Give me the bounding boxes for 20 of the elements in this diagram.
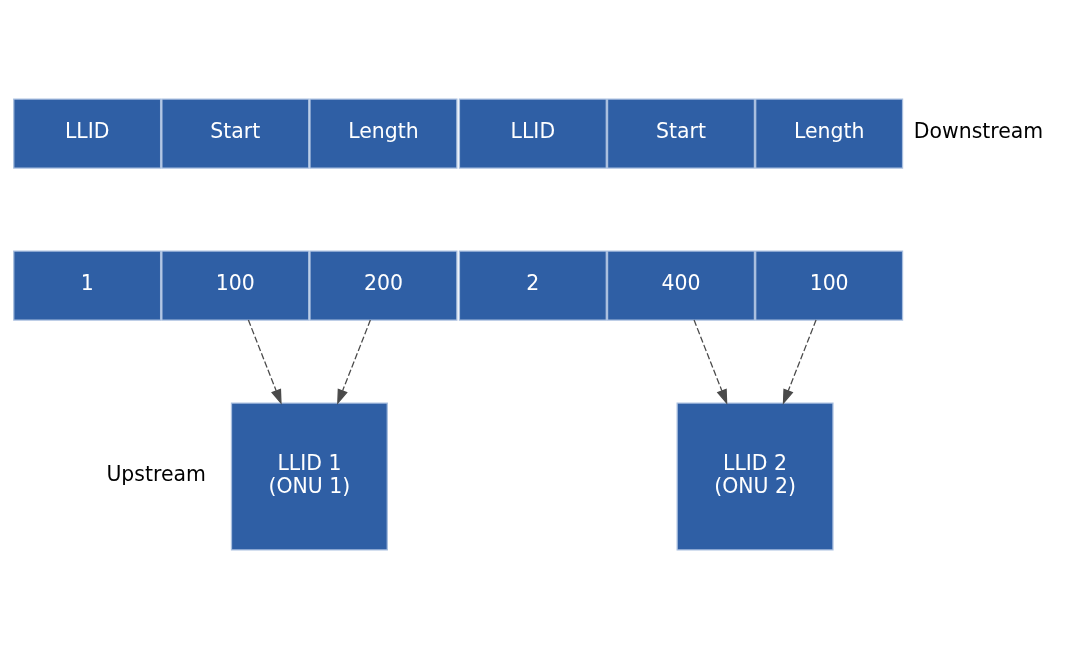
node-box: Length <box>309 98 458 169</box>
node-box: Start <box>161 98 310 169</box>
arrow <box>782 319 817 405</box>
node-box: Length <box>755 98 904 169</box>
node-box: 400 <box>606 250 756 321</box>
arrow <box>247 319 282 405</box>
node-box: LLID <box>13 98 162 169</box>
node-box: 100 <box>755 250 904 321</box>
node-box: 2 <box>458 250 607 321</box>
label: Downstream <box>913 119 1044 144</box>
node-box: 100 <box>161 250 310 321</box>
node-box: LLID <box>458 98 607 169</box>
arrow <box>693 319 728 405</box>
arrow <box>337 319 371 405</box>
label: Upstream <box>106 462 206 487</box>
node-box: Start <box>606 98 756 169</box>
node-box: 200 <box>309 250 458 321</box>
node-box: LLID 1 (ONU 1) <box>230 402 388 551</box>
node-box: LLID 2 (ONU 2) <box>676 402 834 551</box>
node-box: 1 <box>13 250 162 321</box>
